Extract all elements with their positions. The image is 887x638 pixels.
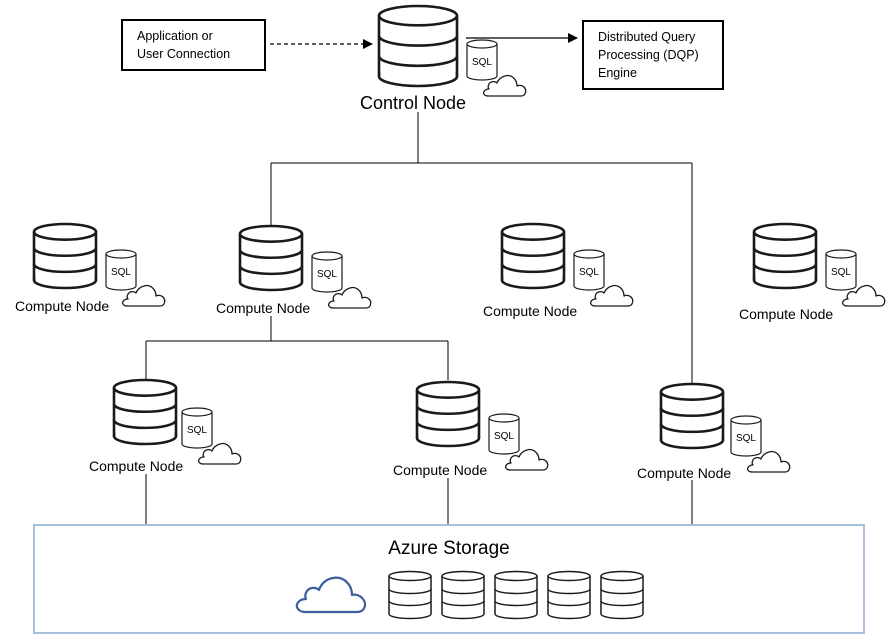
- database-icon: [500, 222, 566, 290]
- sql-server-icon: SQL: [311, 251, 372, 309]
- disk-icon: [388, 570, 432, 620]
- compute-node: SQL Compute Node: [216, 224, 398, 316]
- svg-text:SQL: SQL: [111, 267, 131, 278]
- compute-tree-lines: [145, 316, 449, 526]
- sql-server-icon: SQL: [466, 39, 527, 97]
- compute-node-label: Compute Node: [637, 465, 732, 481]
- compute-node: SQL Compute Node: [739, 222, 887, 322]
- svg-text:SQL: SQL: [736, 433, 756, 444]
- svg-text:SQL: SQL: [472, 57, 492, 68]
- client-box-line: User Connection: [137, 47, 231, 61]
- compute-node-label: Compute Node: [393, 462, 488, 478]
- sql-server-icon: SQL: [105, 249, 166, 307]
- svg-text:SQL: SQL: [831, 267, 851, 278]
- svg-text:SQL: SQL: [187, 425, 207, 436]
- engine-box-line: Engine: [598, 66, 637, 80]
- database-icon: [659, 382, 725, 450]
- control-tree-lines: [270, 112, 693, 526]
- engine-box-line: Distributed Query: [598, 30, 696, 44]
- compute-node-label: Compute Node: [483, 303, 578, 319]
- compute-node-label: Compute Node: [739, 306, 834, 322]
- database-icon: [415, 380, 481, 448]
- compute-node: SQL Compute Node: [637, 382, 819, 481]
- cloud-icon: [295, 576, 367, 614]
- compute-node-label: Compute Node: [216, 300, 311, 316]
- database-icon: [752, 222, 818, 290]
- svg-text:SQL: SQL: [579, 267, 599, 278]
- azure-storage-panel: Azure Storage: [33, 524, 865, 634]
- compute-node: SQL Compute Node: [393, 380, 575, 478]
- client-connection-box: Application or User Connection: [121, 19, 266, 71]
- sql-server-icon: SQL: [181, 407, 242, 465]
- compute-node: SQL Compute Node: [483, 222, 660, 319]
- control-node-label: Control Node: [360, 93, 467, 113]
- svg-text:SQL: SQL: [317, 269, 337, 280]
- database-icon: [377, 4, 459, 88]
- compute-node-label: Compute Node: [15, 298, 110, 314]
- dqp-engine-box: Distributed Query Processing (DQP) Engin…: [582, 20, 724, 90]
- disk-icon: [441, 570, 485, 620]
- sql-server-icon: SQL: [573, 249, 634, 307]
- sql-server-icon: SQL: [488, 413, 549, 471]
- disk-icon: [494, 570, 538, 620]
- database-icon: [112, 378, 178, 446]
- client-box-line: Application or: [137, 29, 213, 43]
- engine-box-line: Processing (DQP): [598, 48, 699, 62]
- database-icon: [32, 222, 98, 290]
- database-icon: [238, 224, 304, 292]
- sql-server-icon: SQL: [825, 249, 886, 307]
- compute-node: SQL Compute Node: [89, 378, 272, 474]
- compute-node: SQL Compute Node: [15, 222, 192, 314]
- svg-text:SQL: SQL: [494, 431, 514, 442]
- disk-icon: [600, 570, 644, 620]
- sql-server-icon: SQL: [730, 415, 791, 473]
- control-node: SQL Control Node: [360, 4, 537, 113]
- azure-storage-title: Azure Storage: [388, 538, 510, 559]
- compute-node-label: Compute Node: [89, 458, 184, 474]
- disk-icon: [547, 570, 591, 620]
